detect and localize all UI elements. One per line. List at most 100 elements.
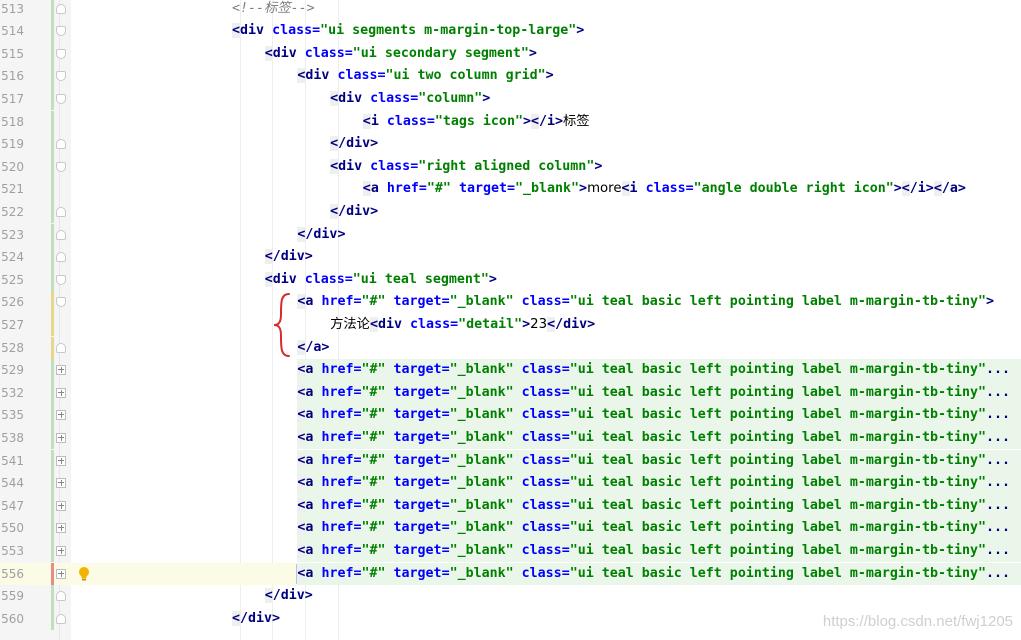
expand-fold-icon[interactable]: [56, 545, 66, 556]
code-text[interactable]: <a href="#" target="_blank">more<i class…: [362, 181, 966, 197]
code-text[interactable]: </div>: [330, 203, 379, 219]
change-marker[interactable]: [51, 494, 54, 518]
code-text[interactable]: <div class="ui secondary segment">: [264, 45, 537, 61]
expand-fold-icon[interactable]: [56, 410, 66, 421]
line-number[interactable]: 525: [1, 272, 24, 287]
change-marker[interactable]: [51, 426, 54, 450]
code-line[interactable]: 525 <div class="ui teal segment">: [0, 268, 1021, 292]
change-marker[interactable]: [51, 155, 54, 179]
code-text[interactable]: <a href="#" target="_blank" class="ui te…: [297, 404, 1021, 427]
line-number[interactable]: 524: [1, 250, 24, 265]
collapse-fold-icon[interactable]: [56, 229, 66, 240]
code-line[interactable]: 515 <div class="ui secondary segment">: [0, 42, 1021, 66]
change-marker[interactable]: [51, 539, 54, 563]
expand-fold-icon[interactable]: [56, 387, 66, 398]
line-number[interactable]: 535: [1, 408, 24, 423]
change-marker[interactable]: [51, 381, 54, 405]
line-number[interactable]: 527: [1, 317, 24, 332]
code-text[interactable]: </div>: [232, 610, 281, 626]
line-number[interactable]: 518: [1, 114, 24, 129]
collapse-fold-icon[interactable]: [56, 71, 66, 82]
change-marker[interactable]: [51, 42, 54, 66]
code-text[interactable]: <a href="#" target="_blank" class="ui te…: [297, 472, 1021, 495]
code-text[interactable]: <a href="#" target="_blank" class="ui te…: [297, 381, 1021, 405]
change-marker[interactable]: [51, 585, 54, 608]
line-number[interactable]: 556: [1, 566, 24, 581]
code-line[interactable]: 541 <a href="#" target="_blank" class="ui…: [0, 449, 1021, 473]
code-line[interactable]: 529 <a href="#" target="_blank" class="ui…: [0, 359, 1021, 382]
change-marker[interactable]: [51, 65, 54, 88]
change-marker[interactable]: [51, 87, 54, 111]
collapse-fold-icon[interactable]: [56, 26, 66, 37]
expand-fold-icon[interactable]: [56, 432, 66, 443]
line-number[interactable]: 517: [1, 91, 24, 106]
code-text[interactable]: <a href="#" target="_blank" class="ui te…: [297, 294, 994, 310]
collapse-fold-icon[interactable]: [56, 48, 66, 59]
code-line[interactable]: 521 <a href="#" target="_blank">more<i cl…: [0, 178, 1021, 201]
code-text[interactable]: <div class="column">: [330, 90, 491, 106]
code-text[interactable]: <a href="#" target="_blank" class="ui te…: [297, 426, 1021, 450]
change-marker[interactable]: [51, 291, 54, 314]
code-text[interactable]: <a href="#" target="_blank" class="ui te…: [297, 449, 1021, 473]
line-number[interactable]: 526: [1, 295, 24, 310]
change-marker[interactable]: [51, 404, 54, 427]
code-text[interactable]: <a href="#" target="_blank" class="ui te…: [297, 359, 1021, 382]
change-marker[interactable]: [51, 223, 54, 247]
code-text[interactable]: <a href="#" target="_blank" class="ui te…: [297, 562, 1021, 586]
collapse-fold-icon[interactable]: [56, 93, 66, 104]
line-number[interactable]: 547: [1, 498, 24, 513]
collapse-fold-icon[interactable]: [56, 274, 66, 285]
code-line[interactable]: 516<div class="ui two column grid">: [0, 65, 1021, 88]
code-line[interactable]: 514<div class="ui segments m-margin-top-…: [0, 20, 1021, 43]
code-text[interactable]: <i class="tags icon"></i>标签: [362, 113, 590, 129]
code-line[interactable]: 517 <div class="column">: [0, 87, 1021, 111]
line-number[interactable]: 541: [1, 453, 24, 468]
code-line[interactable]: 544<a href="#" target="_blank" class="ui…: [0, 472, 1021, 495]
code-line[interactable]: 520<div class="right aligned column">: [0, 155, 1021, 179]
collapse-fold-icon[interactable]: [56, 591, 66, 602]
expand-fold-icon[interactable]: [56, 500, 66, 511]
change-marker[interactable]: [51, 200, 54, 224]
line-number[interactable]: 521: [1, 182, 24, 197]
code-text[interactable]: <div class="ui segments m-margin-top-lar…: [232, 23, 585, 39]
change-marker[interactable]: [51, 472, 54, 495]
collapse-fold-icon[interactable]: [56, 613, 66, 624]
code-line[interactable]: 523 </div>: [0, 223, 1021, 247]
code-line[interactable]: 518 <i class="tags icon"></i>标签: [0, 110, 1021, 134]
code-text[interactable]: </a>: [297, 339, 330, 355]
code-text[interactable]: </div>: [297, 226, 346, 242]
expand-fold-icon[interactable]: [56, 365, 66, 376]
collapse-fold-icon[interactable]: [56, 161, 66, 172]
line-number[interactable]: 538: [1, 430, 24, 445]
code-line[interactable]: 526 <a href="#" target="_blank" class="ui…: [0, 291, 1021, 314]
code-line[interactable]: 556 <a href="#" target="_blank" class="ui…: [0, 562, 1021, 586]
expand-fold-icon[interactable]: [56, 568, 66, 579]
code-text[interactable]: <a href="#" target="_blank" class="ui te…: [297, 494, 1021, 518]
change-marker[interactable]: [51, 336, 54, 360]
line-number[interactable]: 513: [1, 1, 24, 16]
change-marker[interactable]: [51, 20, 54, 43]
lightbulb-icon[interactable]: [78, 566, 90, 582]
line-number[interactable]: 523: [1, 227, 24, 242]
change-marker[interactable]: [51, 268, 54, 292]
code-text[interactable]: <div class="ui teal segment">: [264, 271, 497, 287]
line-number[interactable]: 529: [1, 363, 24, 378]
line-number[interactable]: 515: [1, 46, 24, 61]
line-number[interactable]: 519: [1, 137, 24, 152]
code-line[interactable]: 553<a href="#" target="_blank" class="ui…: [0, 539, 1021, 563]
code-text[interactable]: <div class="right aligned column">: [330, 158, 603, 174]
code-line[interactable]: 547 <a href="#" target="_blank" class="ui…: [0, 494, 1021, 518]
code-line[interactable]: 532<a href="#" target="_blank" class="ui…: [0, 381, 1021, 405]
change-marker[interactable]: [51, 133, 54, 156]
code-text[interactable]: <a href="#" target="_blank" class="ui te…: [297, 517, 1021, 540]
code-text[interactable]: </div>: [330, 136, 379, 152]
collapse-fold-icon[interactable]: [56, 206, 66, 217]
code-text[interactable]: <div class="ui two column grid">: [297, 68, 554, 84]
change-marker[interactable]: [51, 562, 54, 586]
change-marker[interactable]: [51, 110, 54, 134]
code-line[interactable]: 522 </div>: [0, 200, 1021, 224]
line-number[interactable]: 522: [1, 204, 24, 219]
line-number[interactable]: 560: [1, 611, 24, 626]
change-marker[interactable]: [51, 517, 54, 540]
